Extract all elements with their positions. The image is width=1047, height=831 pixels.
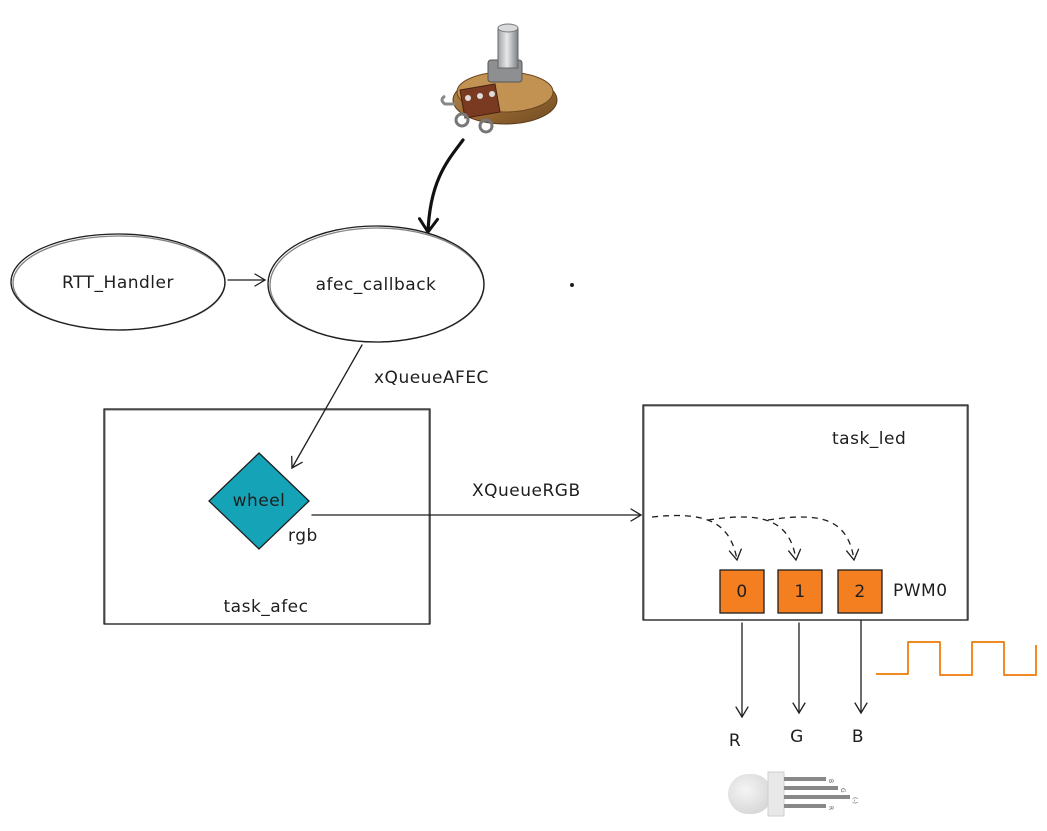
output-label-g: G bbox=[790, 727, 804, 747]
task-afec-label: task_afec bbox=[224, 597, 309, 617]
led-pin-gnd-label: (-) bbox=[851, 797, 858, 804]
output-label-b: B bbox=[852, 727, 864, 747]
rtt-handler-label: RTT_Handler bbox=[62, 273, 174, 293]
x-queue-rgb-label: XQueueRGB bbox=[472, 481, 581, 501]
wheel-node: wheel bbox=[208, 452, 310, 550]
x-queue-afec-label: xQueueAFEC bbox=[374, 368, 489, 388]
afec-callback-label: afec_callback bbox=[316, 275, 437, 295]
task-led-label: task_led bbox=[832, 429, 906, 449]
dashed-arrow-channel-0 bbox=[651, 514, 742, 562]
pwm-channel-1-label: 1 bbox=[794, 582, 805, 602]
pwm-channel-0-label: 0 bbox=[736, 582, 747, 602]
pot-to-afec-arrow bbox=[418, 138, 465, 234]
pwm-channel-2-label: 2 bbox=[854, 582, 865, 602]
task-afec-box: task_afec bbox=[103, 408, 431, 625]
led-pin-r-label: R bbox=[827, 806, 834, 810]
pwm-label: PWM0 bbox=[893, 581, 948, 601]
output-label-r: R bbox=[729, 731, 741, 751]
led-pin-b-label: B bbox=[827, 779, 834, 783]
wheel-label: wheel bbox=[233, 491, 286, 511]
pwm-channel-0: 0 bbox=[719, 569, 765, 614]
pwm-wave-icon bbox=[876, 641, 1037, 676]
dashed-arrow-channel-2 bbox=[767, 516, 860, 562]
afec-to-wheel-arrow bbox=[291, 344, 363, 470]
stray-dot bbox=[570, 283, 574, 287]
rgb-led-icon: B G (-) R bbox=[728, 771, 858, 817]
afec-callback-node: afec_callback bbox=[267, 225, 485, 343]
rgb-label: rgb bbox=[288, 526, 318, 546]
pwm-channel-1: 1 bbox=[777, 569, 823, 614]
pwm-channel-2: 2 bbox=[837, 569, 883, 614]
dashed-arrow-channel-1 bbox=[707, 516, 802, 562]
rtt-handler-node: RTT_Handler bbox=[10, 233, 226, 331]
task-led-box: task_led bbox=[642, 404, 969, 621]
potentiometer-icon bbox=[440, 23, 558, 134]
led-pin-g-label: G bbox=[839, 788, 846, 793]
